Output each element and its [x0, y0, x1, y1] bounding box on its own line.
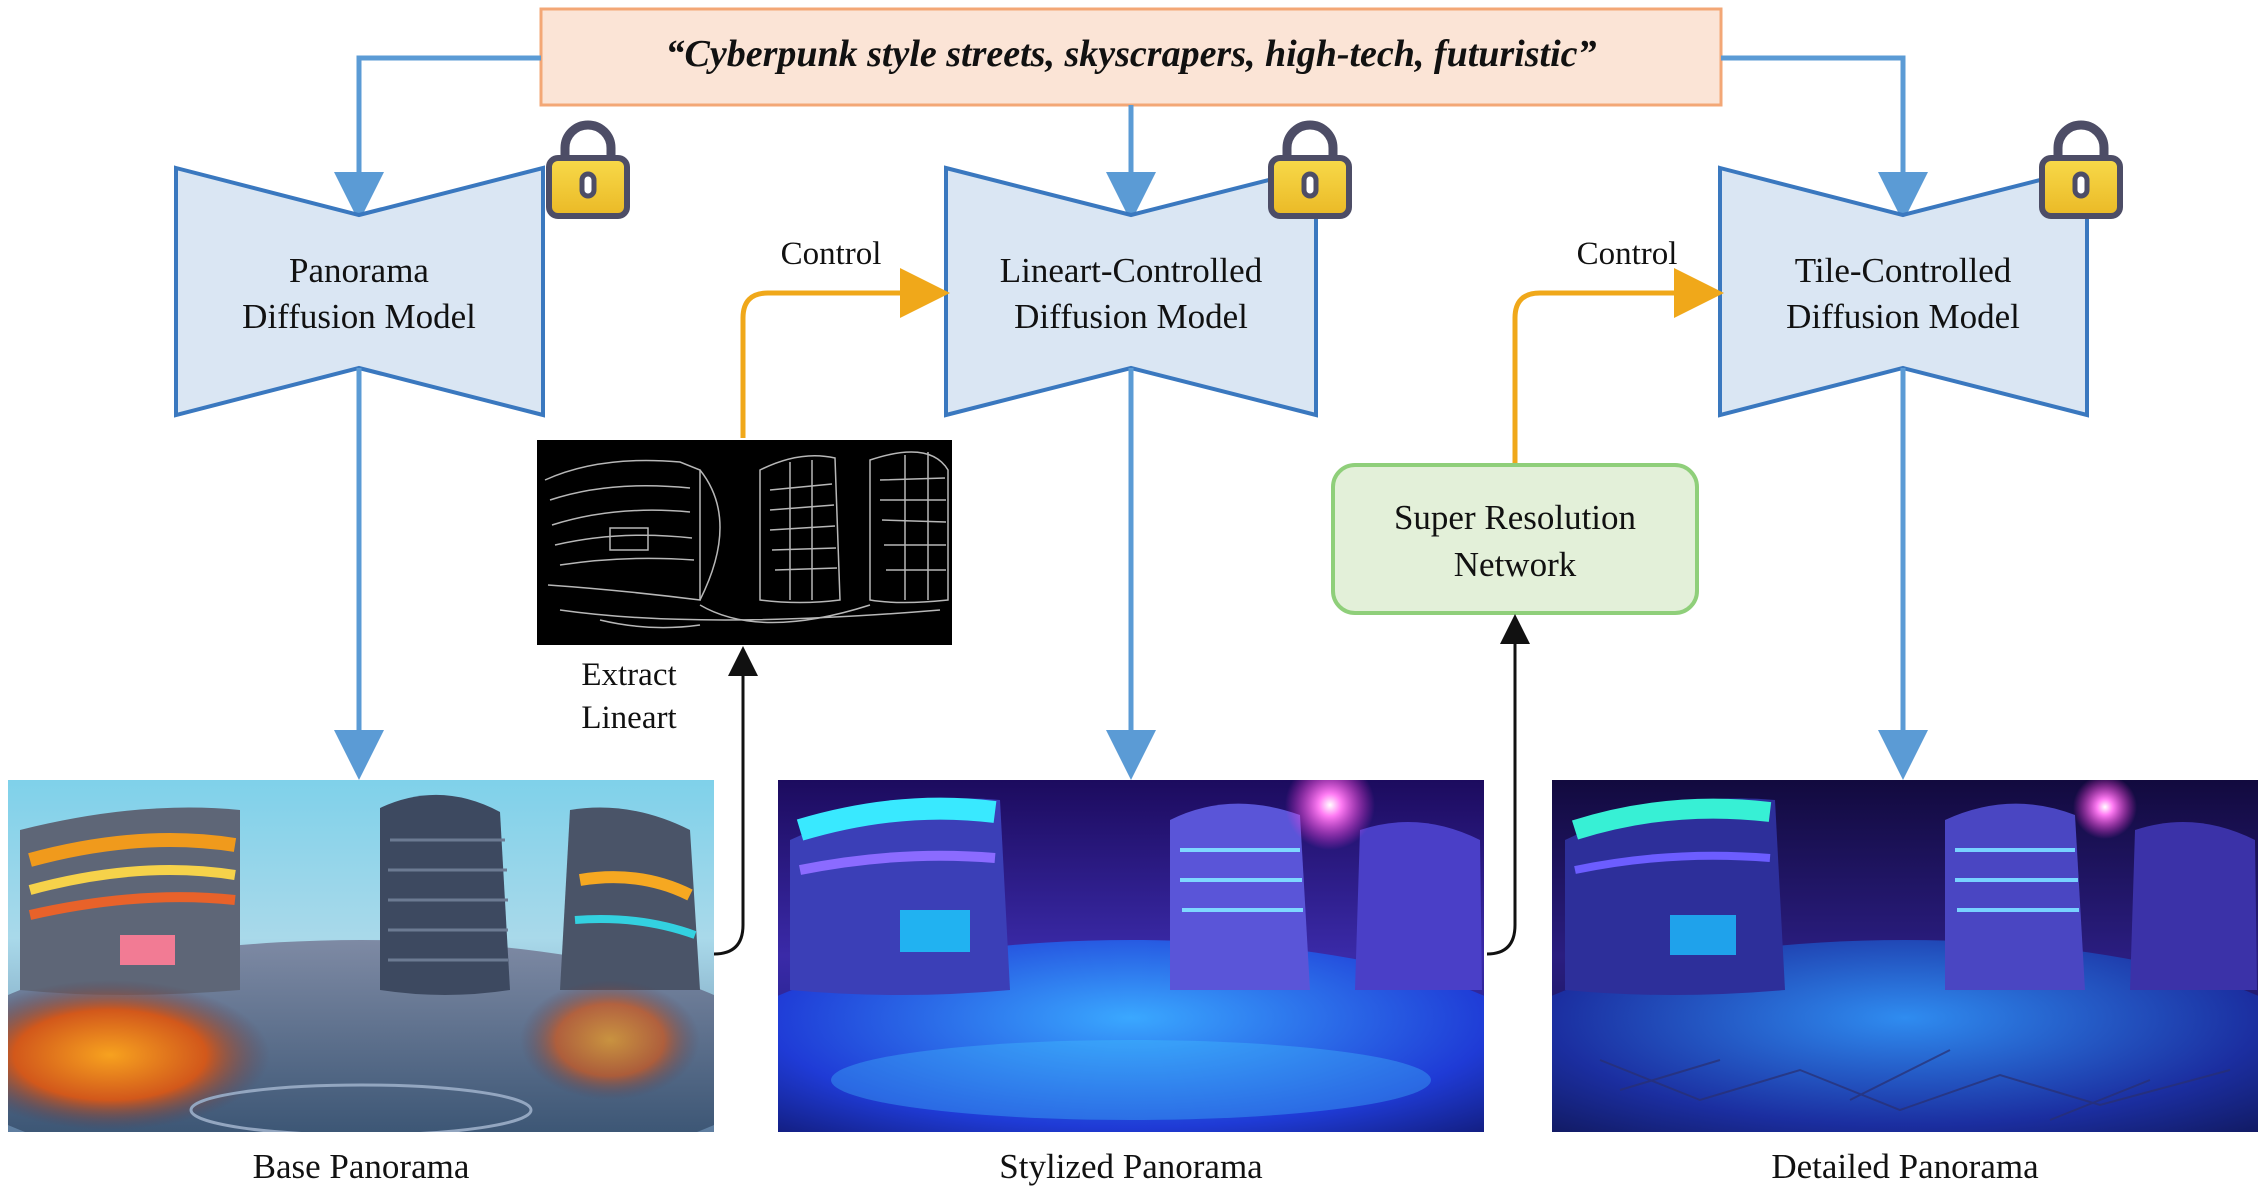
- caption-detailed-panorama: Detailed Panorama: [1771, 1147, 2039, 1186]
- sr-line1: Super Resolution: [1394, 498, 1636, 537]
- lock-icon: [1268, 120, 1352, 219]
- prompt-arrows: [334, 55, 1928, 222]
- extract-label-line2: Lineart: [581, 700, 676, 736]
- extract-label-line1: Extract: [581, 657, 676, 693]
- lineart-model-line1: Lineart-Controlled: [1000, 251, 1263, 290]
- caption-base-panorama: Base Panorama: [253, 1147, 470, 1186]
- control-label-right: Control: [1577, 236, 1678, 272]
- lock-icon: [546, 120, 630, 219]
- sr-line2: Network: [1454, 545, 1577, 584]
- control-label-left: Control: [781, 236, 882, 272]
- tile-controlled-diffusion-model: Tile-Controlled Diffusion Model: [1718, 165, 2089, 418]
- tile-model-line2: Diffusion Model: [1786, 297, 2020, 336]
- panorama-diffusion-model: Panorama Diffusion Model: [174, 165, 545, 418]
- panorama-model-line1: Panorama: [289, 251, 429, 290]
- lineart-model-line2: Diffusion Model: [1014, 297, 1248, 336]
- lock-icon: [2039, 120, 2123, 219]
- arrow-prompt-to-panorama: [334, 55, 541, 222]
- lineart-controlled-diffusion-model: Lineart-Controlled Diffusion Model: [944, 165, 1318, 418]
- panorama-model-line2: Diffusion Model: [242, 297, 476, 336]
- detailed-panorama-image: [1552, 780, 2258, 1132]
- base-panorama-image: [8, 780, 714, 1132]
- super-resolution-network: Super Resolution Network: [1331, 463, 1699, 615]
- caption-stylized-panorama: Stylized Panorama: [999, 1147, 1263, 1186]
- control-arrow-left: [740, 268, 950, 438]
- arrow-stylized-to-sr: [1486, 614, 1530, 956]
- control-arrow-right: [1512, 268, 1724, 463]
- arrow-base-to-extract: [713, 646, 758, 956]
- prompt-box: “Cyberpunk style streets, skyscrapers, h…: [539, 7, 1723, 107]
- tile-model-line1: Tile-Controlled: [1795, 251, 2012, 290]
- stylized-panorama-image: [778, 780, 1484, 1132]
- lineart-image: [537, 440, 952, 645]
- prompt-text: “Cyberpunk style streets, skyscrapers, h…: [665, 33, 1596, 75]
- arrow-prompt-to-tile: [1721, 55, 1928, 222]
